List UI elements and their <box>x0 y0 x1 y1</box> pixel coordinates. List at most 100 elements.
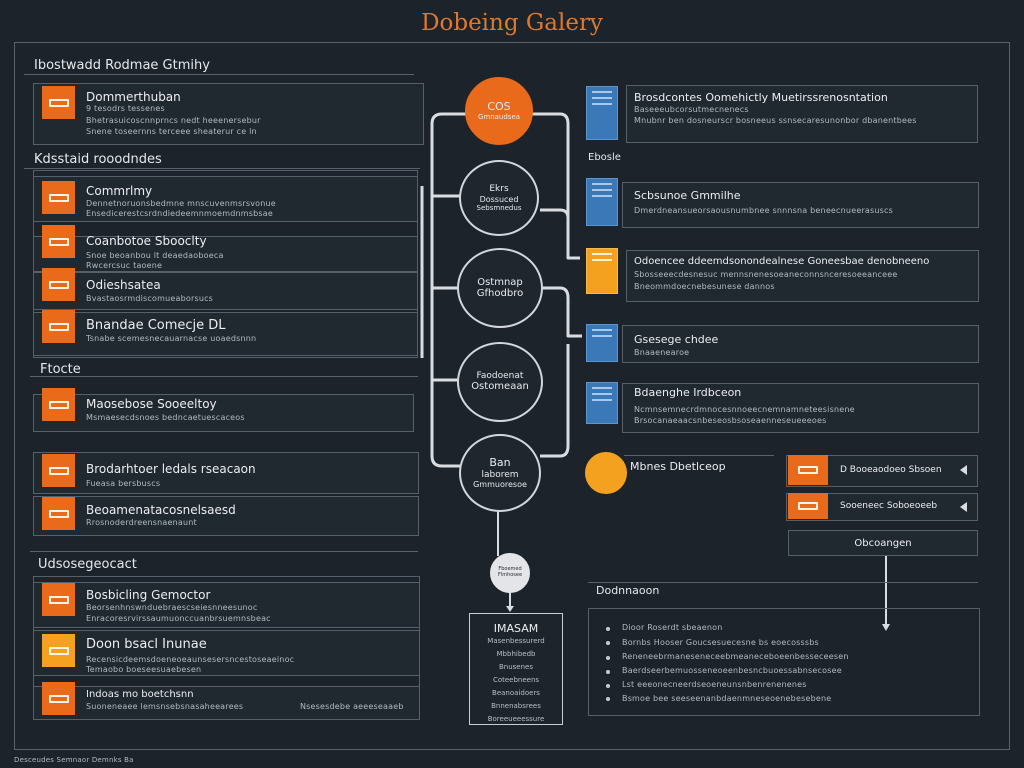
section-divider <box>24 168 420 169</box>
row-label: Mbnes Dbetlceop <box>630 460 726 473</box>
left-card[interactable] <box>33 582 420 628</box>
status-dot <box>585 452 627 494</box>
card-text: Nsesesdebe aeeeseaaeb <box>300 702 404 711</box>
box-icon <box>42 86 75 119</box>
card-text: Bvastaosrmdiscomueaborsucs <box>86 294 214 303</box>
card-title: Gsesege chdee <box>634 333 719 346</box>
box-icon <box>42 454 75 487</box>
box-icon <box>42 388 75 421</box>
note-item: Dioor Roserdt sbeaenon <box>622 623 723 632</box>
flow-node[interactable]: Ban laborem Gmmuoresoe <box>459 434 541 512</box>
section-divider <box>30 376 418 377</box>
document-icon <box>586 324 618 362</box>
left-card[interactable] <box>33 312 418 356</box>
card-title: Dommerthuban <box>86 90 181 104</box>
box-icon <box>788 493 828 519</box>
card-text: Sbosseeecdesnesuc mennsnenesoeaneconnsnc… <box>634 270 898 279</box>
bullet-dot <box>606 697 610 701</box>
output-label: Obcoangen <box>854 538 912 549</box>
caret-left-icon[interactable] <box>960 465 967 475</box>
right-card[interactable] <box>626 85 978 143</box>
right-card[interactable] <box>622 182 979 228</box>
bullet-dot <box>606 670 610 674</box>
node-line: Gmnaudsea <box>477 113 521 122</box>
document-icon <box>586 382 618 424</box>
box-icon <box>42 682 75 715</box>
box-line: Beanoaidoers <box>492 689 540 697</box>
left-card[interactable] <box>33 394 414 432</box>
section-label: Ftocte <box>40 362 81 377</box>
box-icon <box>42 634 75 667</box>
step-label: Sooeneec Soboeoeeb <box>840 501 938 511</box>
right-card[interactable] <box>626 250 979 302</box>
box-lines: Masenbessurerd Mbbhibedb Bnusenes Coteeb… <box>470 635 562 726</box>
left-card[interactable] <box>33 630 420 676</box>
card-title: Odieshsatea <box>86 278 161 292</box>
bullet-dot <box>606 656 610 660</box>
note-item: Baerdseerbemuosseneoeenbesncbuoessabnsec… <box>622 666 842 675</box>
left-card[interactable] <box>33 272 418 310</box>
node-line: COS <box>487 99 511 113</box>
left-card[interactable] <box>33 83 424 145</box>
box-line: Coteebneens <box>492 676 540 684</box>
node-line: Ostmnap <box>477 276 523 288</box>
notes-panel <box>588 608 980 716</box>
card-text: 9 tesodrs tessenes <box>86 104 165 113</box>
card-text: Temaobo boeseesuaebesen <box>86 665 202 674</box>
card-text: Suoneneaee lemsnsebsnasaheearees <box>86 702 244 711</box>
node-line: Dossuced <box>479 194 519 204</box>
node-line: Ekrs <box>489 184 509 195</box>
flow-node[interactable]: Ostmnap Gfhodbro <box>457 248 543 328</box>
node-line: Fboemed <box>498 566 522 573</box>
card-text: Ncmnsemnecrdmnocesnnoeecnemnamneteesisne… <box>634 405 855 414</box>
box-icon <box>42 181 75 214</box>
left-card[interactable] <box>33 236 418 272</box>
box-icon <box>42 583 75 616</box>
outer-frame <box>14 42 1010 750</box>
node-line: Gmmuoresoe <box>473 479 527 489</box>
flow-node[interactable]: Ekrs Dossuced Sebsmnedus <box>459 160 539 236</box>
flow-node-start[interactable]: COS Gmnaudsea <box>465 77 533 145</box>
card-text: Enracoresrvirssaumuonccuanbrsuemnsbeac <box>86 614 271 623</box>
left-card[interactable] <box>33 176 418 222</box>
right-card[interactable] <box>622 325 979 363</box>
box-icon <box>42 497 75 530</box>
card-text: Snene toseernns terceee sheaterur ce ln <box>86 127 257 136</box>
card-title: Beoamenatacosnelsaesd <box>86 503 236 517</box>
box-line: Mbbhibedb <box>496 650 536 658</box>
caret-left-icon[interactable] <box>960 502 967 512</box>
box-line: Bnnenabsrees <box>491 702 541 710</box>
node-line: Flmhosee <box>497 572 523 578</box>
note-item: Bornbs Hooser Goucsesuecesne bs eoecosss… <box>622 638 819 647</box>
bullet-dot <box>606 641 610 645</box>
flow-output-box[interactable]: IMASAM Masenbessurerd Mbbhibedb Bnusenes… <box>469 613 563 725</box>
flow-node[interactable]: Faodoenat Ostomeaan <box>457 342 543 422</box>
step-label: D Booeaodoeo Sbsoen <box>840 465 942 475</box>
flow-node-small[interactable]: Fboemed Flmhosee <box>490 553 530 593</box>
node-line: Ostomeaan <box>471 381 529 393</box>
card-title: Coanbotoe Sbooclty <box>86 234 207 248</box>
section-label: Udsosegeocact <box>38 557 137 572</box>
node-line: Gfhodbro <box>476 288 524 299</box>
box-icon <box>42 310 75 343</box>
node-line: Sebsmnedus <box>476 203 522 212</box>
card-text: Rwcercsuc taoene <box>86 261 163 270</box>
card-text: Fueasa bersbuscs <box>86 479 161 488</box>
card-text: Rrosnoderdreensnaenaunt <box>86 518 197 527</box>
section-label: Ebosle <box>588 152 621 163</box>
box-title: IMASAM <box>493 622 539 635</box>
box-line: Masenbessurerd <box>487 637 545 645</box>
card-title: Bnandae Comecje DL <box>86 318 226 333</box>
note-item: Lst eeeonecneerdseoeneunsnbenrenenenes <box>622 680 807 689</box>
right-card[interactable] <box>622 383 979 433</box>
left-card[interactable] <box>33 496 419 536</box>
card-title: Commrlmy <box>86 184 153 198</box>
box-icon <box>788 455 828 485</box>
left-card[interactable] <box>33 686 420 720</box>
card-title: Brosdcontes Oomehictly Muetirssrenosntat… <box>634 91 888 104</box>
output-button[interactable]: Obcoangen <box>788 530 978 556</box>
section-label: Dodnnaoon <box>596 584 660 597</box>
left-card[interactable] <box>33 452 419 494</box>
card-text: Beorsenhnswnduebraescseiesnneesunoc <box>86 603 258 612</box>
